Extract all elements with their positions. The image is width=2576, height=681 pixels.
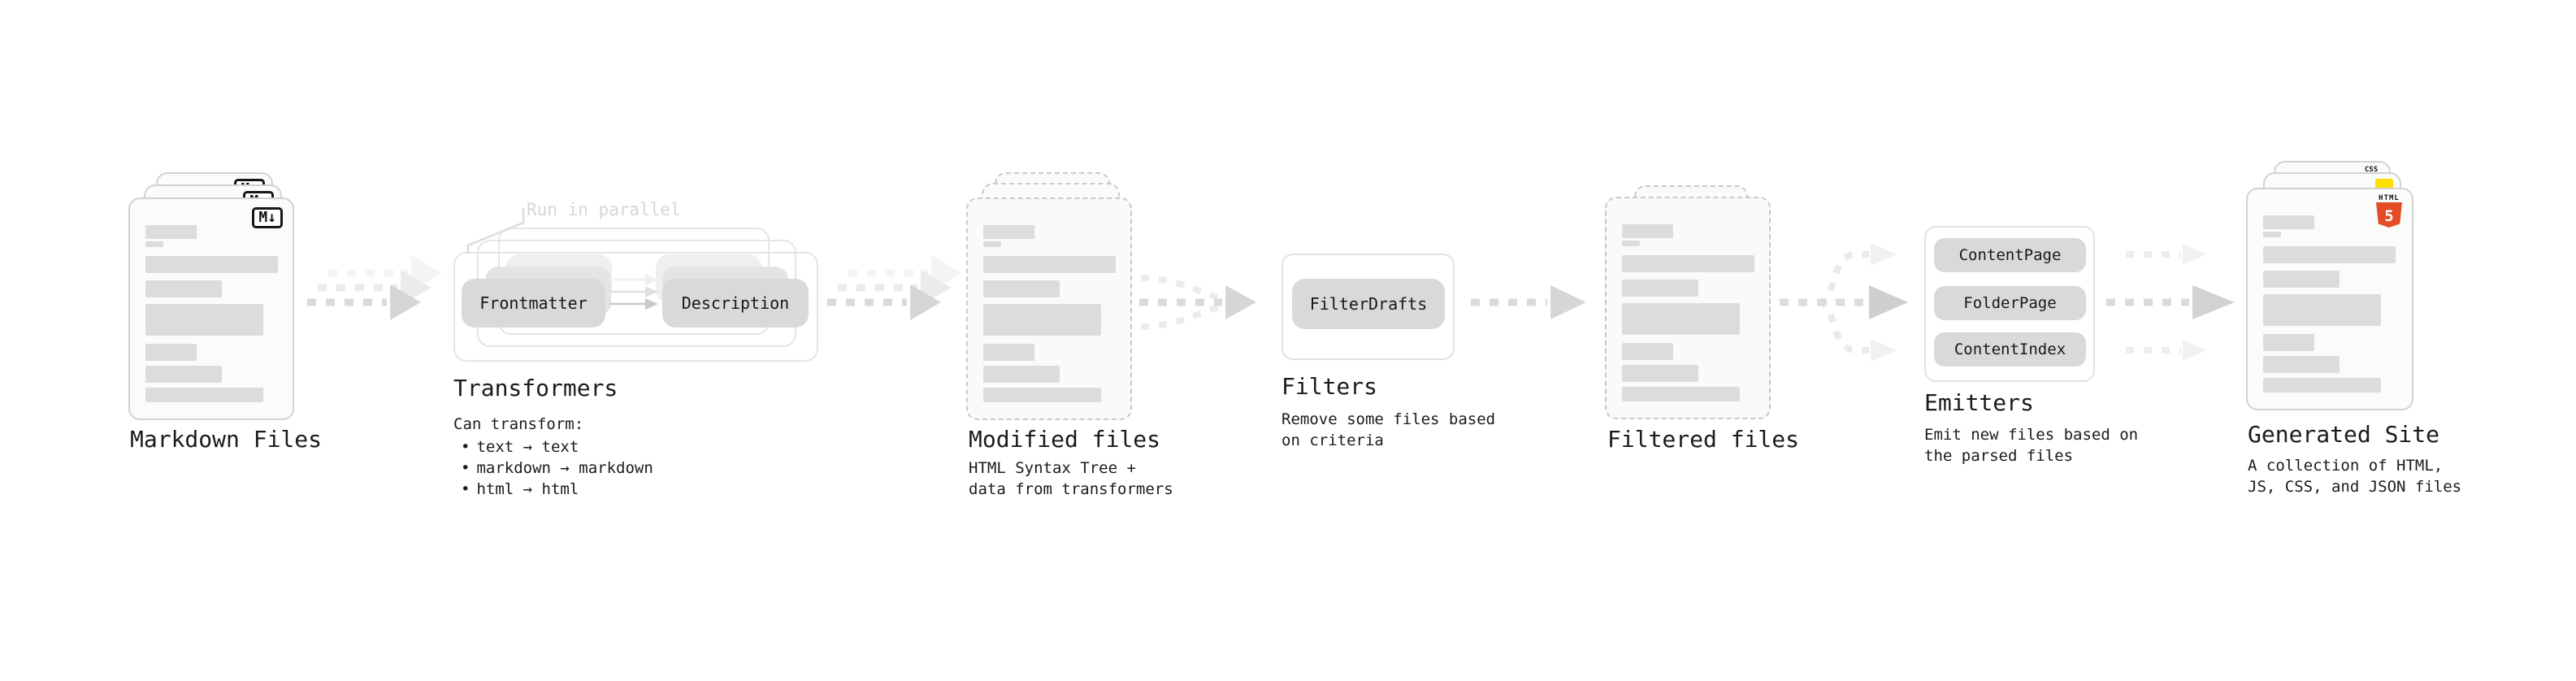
text-line-placeholder <box>2263 334 2314 351</box>
html5-shield: 5 <box>2376 202 2402 228</box>
text-line-placeholder <box>145 256 278 273</box>
list-item: • text → text <box>453 436 653 458</box>
document-card: HTML 5 <box>2246 188 2413 410</box>
text-line-placeholder <box>2263 246 2396 263</box>
text-line-placeholder <box>1622 365 1698 382</box>
css-icon-label: CSS <box>2364 166 2379 174</box>
text-line-placeholder <box>983 225 1034 239</box>
text-line-placeholder <box>145 304 263 336</box>
text-line-placeholder <box>983 241 1001 247</box>
list-item-label: markdown → markdown <box>476 459 653 477</box>
text-line-placeholder <box>145 280 222 297</box>
flow-arrow-transformers-to-modified <box>827 255 962 320</box>
node-title-generated-site: Generated Site <box>2248 421 2440 448</box>
document-card <box>1605 197 1771 419</box>
document-card <box>966 197 1132 420</box>
emitters-description: Emit new files based on the parsed files <box>1924 426 2139 465</box>
text-line-placeholder <box>2263 215 2314 229</box>
text-line-placeholder <box>983 304 1101 336</box>
modified-files-description: HTML Syntax Tree + data from transformer… <box>969 459 1173 498</box>
text-line-placeholder <box>2263 271 2340 288</box>
text-line-placeholder <box>983 366 1060 383</box>
node-title-transformers: Transformers <box>453 375 618 401</box>
annotation-leader-line <box>466 208 525 254</box>
text-line-placeholder <box>1622 241 1640 246</box>
text-line-placeholder <box>983 344 1034 361</box>
text-line-placeholder <box>1622 343 1673 360</box>
bullet-icon: • <box>461 480 471 498</box>
description-pill: Description <box>662 279 809 327</box>
node-title-filtered-files: Filtered files <box>1607 426 1800 453</box>
text-line-placeholder <box>2263 294 2381 326</box>
node-title-markdown-files: Markdown Files <box>130 426 323 453</box>
transformers-capability-list: • text → text • markdown → markdown • html … <box>453 436 653 500</box>
transformers-description-heading: Can transform: <box>453 415 584 433</box>
text-line-placeholder <box>145 225 197 239</box>
text-line-placeholder <box>145 241 163 247</box>
text-line-placeholder <box>1622 280 1698 297</box>
html5-icon-label: HTML <box>2379 194 2400 202</box>
node-title-modified-files: Modified files <box>969 426 1161 453</box>
text-line-placeholder <box>983 388 1101 402</box>
document-card: M↓ <box>128 197 294 420</box>
node-title-emitters: Emitters <box>1924 389 2034 416</box>
text-line-placeholder <box>983 280 1060 297</box>
text-line-placeholder <box>2263 378 2381 393</box>
bullet-icon: • <box>461 438 471 456</box>
list-item-label: text → text <box>476 438 579 456</box>
generated-site-description: A collection of HTML, JS, CSS, and JSON … <box>2248 457 2462 496</box>
list-item-label: html → html <box>476 480 579 498</box>
text-line-placeholder <box>145 388 263 402</box>
transformer-frame-front <box>453 252 818 362</box>
run-in-parallel-annotation: Run in parallel <box>527 200 681 219</box>
text-line-placeholder <box>1622 224 1673 238</box>
flow-arrow-emitters-to-site <box>2106 244 2235 361</box>
flow-arrow-markdown-to-transformers <box>307 255 442 320</box>
filter-drafts-pill: FilterDrafts <box>1292 279 1445 329</box>
content-index-pill: ContentIndex <box>1934 332 2086 367</box>
text-line-placeholder <box>1622 255 1754 272</box>
list-item: • markdown → markdown <box>453 458 653 479</box>
flow-arrow-filtered-to-emitters <box>1780 243 1908 362</box>
content-page-pill: ContentPage <box>1934 238 2086 272</box>
text-line-placeholder <box>1622 387 1740 401</box>
markdown-icon: M↓ <box>252 207 283 228</box>
filters-description: Remove some files based on criteria <box>1281 410 1496 449</box>
text-line-placeholder <box>145 344 197 361</box>
html5-icon: HTML 5 <box>2374 194 2404 231</box>
node-title-filters: Filters <box>1281 373 1378 400</box>
svg-text:5: 5 <box>2384 207 2393 225</box>
transform-step-arrows <box>609 274 658 310</box>
frontmatter-pill: Frontmatter <box>462 279 605 327</box>
text-line-placeholder <box>1622 303 1740 335</box>
list-item: • html → html <box>453 479 653 500</box>
flow-arrow-modified-to-filters <box>1139 275 1256 330</box>
bullet-icon: • <box>461 459 471 477</box>
folder-page-pill: FolderPage <box>1934 286 2086 320</box>
flow-arrow-filters-to-filtered <box>1471 285 1586 319</box>
text-line-placeholder <box>983 256 1116 273</box>
text-line-placeholder <box>2263 232 2281 237</box>
text-line-placeholder <box>145 366 222 383</box>
text-line-placeholder <box>2263 356 2340 373</box>
